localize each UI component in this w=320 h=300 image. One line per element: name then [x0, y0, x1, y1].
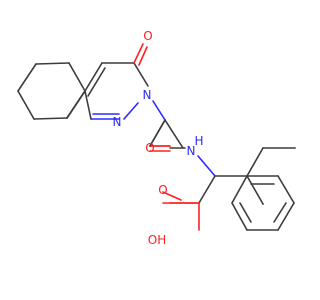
acid-hydroxyl-label: OH: [148, 233, 166, 247]
amide-oxygen-label: O: [145, 141, 154, 155]
bond: [138, 46, 148, 66]
bond: [84, 90, 92, 120]
bond: [273, 202, 287, 223]
bond: [123, 102, 139, 120]
pyridazinone-ring: [66, 62, 149, 120]
bond: [133, 62, 149, 87]
amide-bonds: [169, 147, 216, 177]
bond: [133, 43, 144, 64]
bond: [35, 62, 70, 65]
amide-hydrogen-label: H: [194, 134, 203, 148]
acid-carbonyl-oxygen-label: O: [158, 183, 167, 197]
cyclohexane-ring: [17, 62, 86, 120]
bond: [149, 119, 166, 147]
bond: [277, 202, 295, 231]
phenyl-ring: [246, 147, 296, 205]
ketone-oxygen-label: O: [143, 29, 152, 43]
bond: [197, 155, 216, 177]
bond: [162, 191, 182, 201]
bond: [231, 202, 248, 231]
bond: [84, 62, 103, 92]
bond: [277, 175, 295, 204]
phenylglycine-core: [162, 175, 248, 231]
ketone-group: [133, 43, 148, 66]
bond: [66, 90, 86, 119]
bond: [152, 100, 166, 121]
amide-nitrogen-label: N: [187, 144, 196, 158]
bond: [246, 147, 264, 177]
bond: [164, 119, 184, 149]
bond: [231, 175, 248, 204]
bond: [17, 90, 35, 120]
ring-nitrogen-2-label: N: [143, 88, 152, 102]
bond: [87, 67, 106, 97]
bond: [246, 175, 264, 205]
bond: [198, 175, 216, 204]
bond: [33, 117, 68, 120]
bond: [68, 62, 86, 92]
bond: [17, 63, 37, 92]
ring-nitrogen-1-label: N: [113, 115, 122, 129]
bond: [239, 202, 252, 223]
acetamide-linker: [149, 100, 184, 152]
phenyl-hexagon: [231, 175, 295, 231]
molecule-structure-diagram: O N N O N H O OH: [17, 29, 296, 247]
